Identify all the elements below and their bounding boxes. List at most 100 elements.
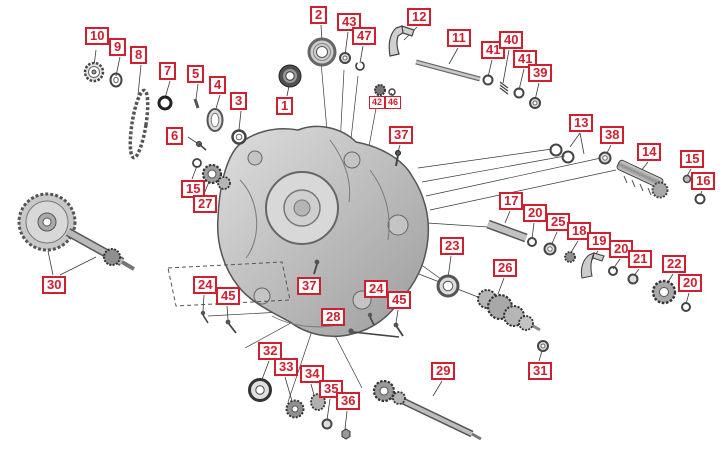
bearing-23	[436, 274, 460, 298]
callout-28: 28	[321, 308, 346, 326]
seal-4	[206, 108, 224, 132]
callout-45-a: 45	[216, 287, 241, 305]
screw-45-a	[225, 319, 237, 334]
callout-30: 30	[42, 276, 67, 294]
gear-18	[564, 251, 576, 263]
bearing-32	[248, 378, 272, 402]
washer-25	[543, 242, 557, 256]
nut-15-a	[682, 174, 692, 184]
callout-5: 5	[187, 65, 205, 83]
callout-40: 40	[499, 31, 524, 49]
callout-10: 10	[85, 27, 110, 45]
callout-3: 3	[230, 92, 248, 110]
callout-2: 2	[310, 6, 328, 24]
callout-31: 31	[528, 362, 553, 380]
gear-22	[651, 279, 677, 305]
callout-26: 26	[493, 259, 518, 277]
callout-15-a: 15	[680, 150, 705, 168]
ring-7	[157, 95, 173, 111]
washer-20-a	[527, 237, 537, 247]
callout-37-b: 37	[297, 277, 322, 295]
callout-6: 6	[166, 127, 184, 145]
washer-41-b	[513, 87, 525, 99]
shift-fork-12	[388, 25, 415, 57]
washer-38	[598, 151, 612, 165]
hardware-zone	[167, 261, 291, 307]
callout-8: 8	[130, 46, 148, 64]
callout-4: 4	[209, 76, 227, 94]
callout-38: 38	[600, 126, 625, 144]
callout-9: 9	[109, 38, 127, 56]
callout-16: 16	[691, 172, 716, 190]
spring-40	[499, 81, 509, 95]
shift-fork-19	[580, 251, 605, 279]
gear-27	[201, 163, 231, 190]
callout-20-c: 20	[678, 274, 703, 292]
callout-39: 39	[528, 64, 553, 82]
callout-23: 23	[440, 237, 465, 255]
washers-13	[549, 143, 575, 164]
bolt-6	[196, 141, 207, 151]
callout-32: 32	[258, 342, 283, 360]
callout-20-b: 20	[609, 240, 634, 258]
callout-27: 27	[193, 195, 218, 213]
washer-35	[321, 418, 333, 430]
callout-45-b: 45	[387, 291, 412, 309]
clip-47	[355, 61, 365, 71]
callout-14: 14	[637, 143, 662, 161]
washer-41-a	[482, 74, 494, 86]
screw-37-a	[395, 150, 401, 167]
spacer-ring-9	[109, 72, 123, 88]
crankcase-housing	[216, 125, 430, 338]
callout-33: 33	[274, 358, 299, 376]
callout-11: 11	[447, 29, 471, 47]
bolt-28	[348, 328, 400, 338]
screw-37-b	[313, 259, 320, 275]
bevel-gear-34	[310, 393, 326, 411]
callout-7: 7	[159, 62, 177, 80]
callout-12: 12	[407, 8, 432, 26]
callout-29: 29	[431, 362, 456, 380]
ring-15-b	[192, 158, 202, 168]
fork-shaft-11	[415, 59, 481, 82]
callout-34: 34	[300, 365, 325, 383]
callout-20-a: 20	[523, 204, 548, 222]
callout-1: 1	[276, 97, 294, 115]
washer-43	[339, 52, 351, 64]
callout-24-b: 24	[364, 280, 389, 298]
washer-39	[529, 97, 541, 109]
washer-20-c	[681, 302, 691, 312]
screw-24-a	[200, 310, 209, 324]
callout-36: 36	[336, 392, 361, 410]
callout-21: 21	[628, 250, 653, 268]
nut-36	[341, 428, 351, 440]
splined-shaft-14	[616, 159, 669, 199]
bearing-2	[307, 37, 337, 67]
shaft-17	[486, 219, 528, 243]
gear-42	[374, 84, 386, 96]
callout-17: 17	[499, 192, 524, 210]
callout-47: 47	[352, 27, 377, 45]
callout-13: 13	[569, 114, 594, 132]
screw-45-b	[393, 322, 404, 337]
callout-22: 22	[662, 255, 687, 273]
primary-gear-30	[17, 192, 136, 271]
timing-chain	[128, 88, 150, 160]
callout-42: 42	[369, 96, 385, 109]
washer-31	[537, 340, 549, 352]
callout-46: 46	[385, 96, 401, 109]
callout-37-a: 37	[389, 126, 414, 144]
pin-5	[193, 98, 200, 109]
ring-16	[694, 193, 706, 205]
callout-18: 18	[567, 222, 592, 240]
callout-19: 19	[587, 232, 612, 250]
bearing-1	[278, 64, 302, 88]
washer-21	[627, 273, 639, 285]
bevel-gear-33	[285, 399, 305, 419]
ring-46	[388, 88, 396, 96]
output-shaft-29	[372, 379, 482, 441]
ring-3	[231, 129, 247, 145]
gear-cluster-26	[477, 289, 541, 332]
